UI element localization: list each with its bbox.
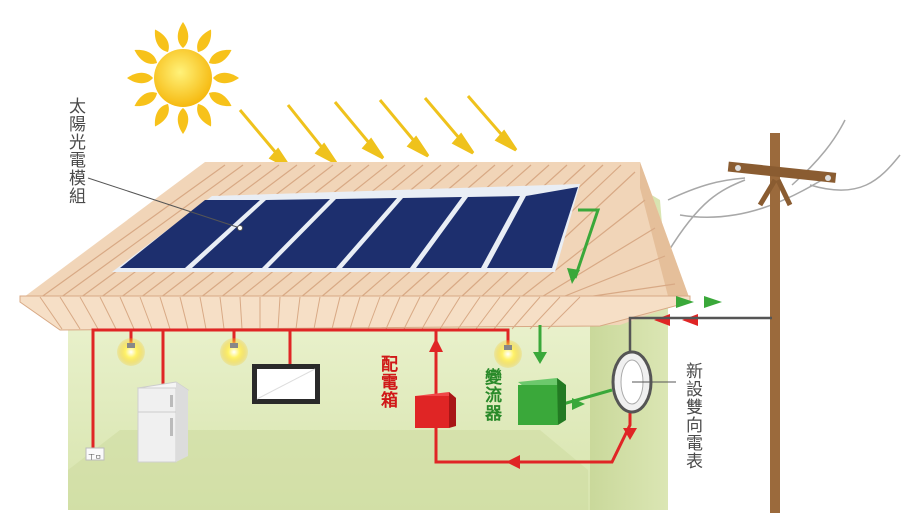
bidirectional-meter-label: 新設雙向電表 xyxy=(682,362,702,470)
utility-pole-icon xyxy=(727,133,837,513)
distribution-box-label: 配電箱 xyxy=(377,355,397,409)
solar-panel xyxy=(192,199,330,268)
outlet-label: ㄒㅁ xyxy=(88,453,102,461)
ac-wire xyxy=(91,328,632,464)
sun-ray-arrows xyxy=(238,95,518,170)
distribution-box xyxy=(415,392,456,428)
inverter xyxy=(518,378,566,425)
refrigerator-icon xyxy=(136,381,190,463)
light-bulb-icon xyxy=(117,338,145,366)
dc-arrows xyxy=(533,268,722,410)
solar-module-label: 太陽光電模組 xyxy=(65,97,85,205)
panel-pointer-line xyxy=(87,177,241,229)
sun-icon xyxy=(127,22,239,134)
light-bulb-icon xyxy=(220,338,248,366)
solar-module-array xyxy=(112,184,580,272)
solar-panel xyxy=(342,197,462,268)
bidirectional-meter xyxy=(611,350,676,414)
solar-panel xyxy=(487,187,578,268)
wall-outlet xyxy=(85,447,105,461)
panel-pointer-dot xyxy=(237,225,243,231)
light-bulb-icon xyxy=(494,340,522,368)
solar-panel xyxy=(268,198,397,268)
inverter-label: 變流器 xyxy=(481,368,501,422)
television-icon xyxy=(252,364,320,404)
solar-panel xyxy=(416,196,520,268)
solar-panel xyxy=(120,200,260,268)
grid-wires xyxy=(667,119,901,253)
service-line xyxy=(628,316,772,352)
floor xyxy=(68,430,588,510)
